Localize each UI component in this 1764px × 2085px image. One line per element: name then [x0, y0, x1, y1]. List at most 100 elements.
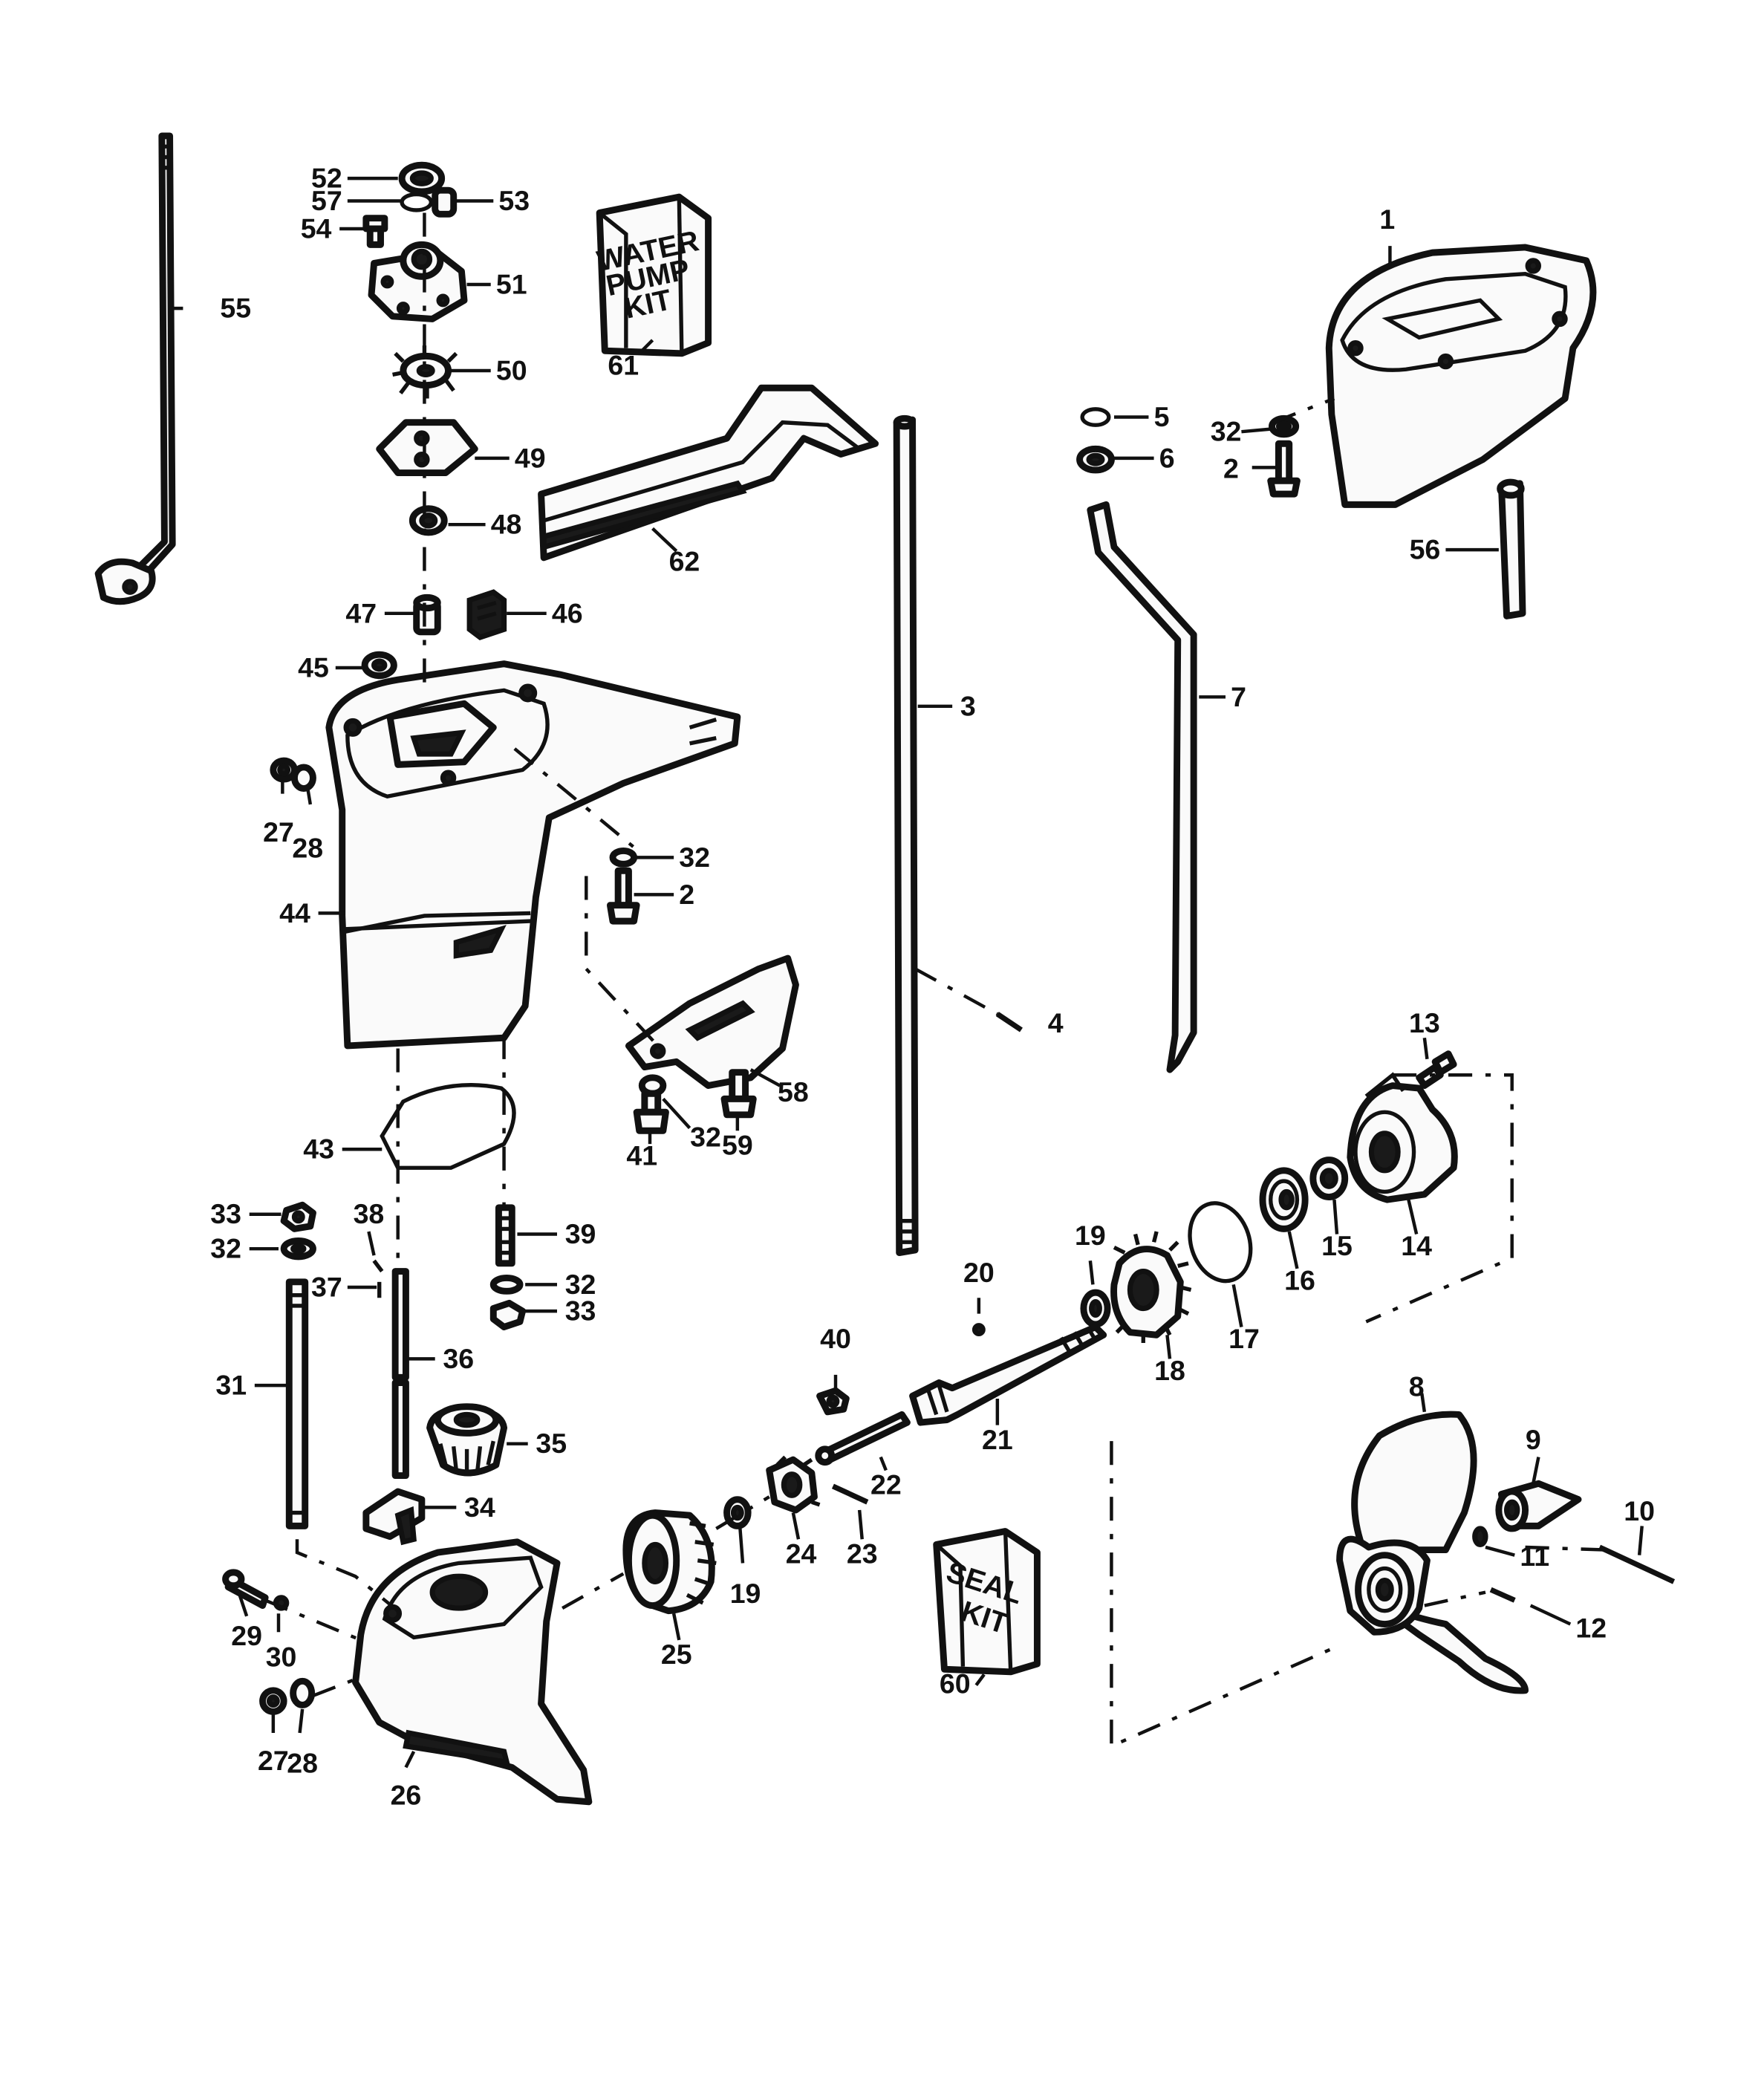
reverse-gear-part-18 [1110, 1231, 1192, 1343]
pin-part-23 [831, 1483, 869, 1505]
label-52: 52 [311, 163, 342, 194]
label-32-mid: 32 [679, 842, 710, 873]
label-19-lower: 19 [730, 1578, 761, 1609]
stud-part-39 [495, 1204, 515, 1267]
label-48: 48 [491, 509, 522, 540]
label-32-left: 32 [210, 1233, 241, 1264]
screw-part-54 [362, 215, 388, 248]
propeller-part-8 [1336, 1411, 1529, 1694]
screw-part-2-mid [606, 867, 640, 925]
label-5: 5 [1154, 401, 1170, 432]
label-32-right: 32 [565, 1269, 596, 1300]
shift-cam-part-34 [362, 1488, 426, 1546]
label-8: 8 [1409, 1370, 1425, 1402]
label-12: 12 [1575, 1612, 1607, 1643]
washer-part-32-left [280, 1237, 316, 1261]
nut-part-27-lower [259, 1687, 287, 1715]
washer-part-32-right [489, 1275, 524, 1295]
label-28-lower: 28 [287, 1748, 318, 1779]
drive-pin-part-12 [1489, 1587, 1516, 1603]
label-25: 25 [661, 1639, 692, 1670]
tube-part-56 [1497, 478, 1526, 619]
screw-part-13 [1416, 1050, 1457, 1090]
label-19-upper: 19 [1075, 1220, 1106, 1251]
thrust-washer-part-19-upper [1080, 1289, 1111, 1328]
label-14: 14 [1401, 1230, 1432, 1261]
water-pump-kit-box-part-61: WATER PUMP KIT [594, 193, 712, 357]
label-13: 13 [1409, 1007, 1440, 1038]
washer-part-11 [1472, 1526, 1488, 1547]
label-39: 39 [565, 1218, 596, 1249]
assembly-lines [264, 212, 1605, 1749]
bearing-part-16 [1259, 1167, 1309, 1232]
label-4: 4 [1048, 1007, 1064, 1038]
label-54: 54 [301, 212, 332, 244]
cotter-pin-part-10 [1598, 1544, 1676, 1584]
plate-part-49 [376, 419, 478, 477]
thrust-washer-part-19-lower [723, 1496, 752, 1529]
label-16: 16 [1284, 1265, 1315, 1296]
label-9: 9 [1526, 1424, 1541, 1455]
label-36: 36 [443, 1343, 474, 1374]
exhaust-housing-part-1 [1325, 244, 1597, 508]
nut-part-33-right [489, 1299, 527, 1331]
ball-part-20 [971, 1323, 986, 1337]
label-30: 30 [266, 1642, 297, 1673]
label-59: 59 [722, 1129, 753, 1160]
label-26: 26 [391, 1779, 422, 1810]
gear-housing-part-26 [352, 1538, 593, 1806]
propeller-shaft-part-21 [909, 1324, 1107, 1426]
pin-part-4 [995, 1012, 1023, 1032]
part-number-labels: 1 2 2 3 4 5 6 7 8 9 10 11 12 13 14 15 16… [210, 163, 1655, 1811]
label-56: 56 [1410, 534, 1441, 565]
label-2-upper: 2 [1223, 453, 1239, 484]
label-61: 61 [608, 349, 639, 380]
label-44: 44 [279, 897, 310, 928]
label-33-right: 33 [565, 1295, 596, 1327]
label-20: 20 [963, 1257, 995, 1288]
label-28-upper: 28 [292, 832, 323, 863]
label-32-tab: 32 [690, 1122, 721, 1153]
label-1: 1 [1379, 204, 1395, 235]
label-41: 41 [626, 1140, 657, 1171]
stud-part-31 [285, 1278, 309, 1529]
label-47: 47 [345, 597, 377, 628]
label-11: 11 [1520, 1541, 1549, 1572]
label-27-upper: 27 [263, 816, 294, 848]
label-27-lower: 27 [258, 1745, 289, 1776]
tube-seal-part-53 [432, 186, 458, 218]
washer-part-5 [1080, 407, 1111, 427]
label-10: 10 [1624, 1495, 1655, 1526]
label-24: 24 [786, 1538, 817, 1569]
decal-part-62 [538, 384, 879, 562]
gasket-part-43 [380, 1083, 516, 1170]
label-18: 18 [1154, 1355, 1185, 1386]
washer-part-32-mid [609, 848, 638, 868]
label-60: 60 [940, 1668, 971, 1699]
label-31: 31 [215, 1370, 247, 1401]
clutch-part-24 [766, 1455, 821, 1514]
water-screen-part-46 [466, 589, 507, 640]
shift-shaft-part-36 [391, 1268, 409, 1480]
label-23: 23 [847, 1538, 878, 1569]
screw-part-41 [633, 1090, 669, 1134]
pump-housing-part-51 [368, 241, 468, 322]
label-62: 62 [669, 546, 700, 577]
label-35: 35 [536, 1428, 567, 1459]
label-29: 29 [231, 1620, 262, 1651]
clip-part-40 [816, 1387, 850, 1416]
label-51: 51 [496, 268, 527, 299]
o-ring-part-57 [400, 192, 434, 212]
label-40: 40 [820, 1323, 851, 1354]
label-17: 17 [1228, 1323, 1260, 1354]
seal-part-48 [409, 505, 448, 536]
label-45: 45 [298, 652, 329, 683]
bushing-part-47 [413, 593, 441, 636]
label-32-upper-right: 32 [1211, 416, 1242, 447]
label-3: 3 [960, 690, 976, 721]
label-43: 43 [303, 1133, 334, 1165]
grommet-part-45 [361, 651, 397, 680]
label-58: 58 [778, 1076, 809, 1107]
label-37: 37 [311, 1271, 342, 1302]
